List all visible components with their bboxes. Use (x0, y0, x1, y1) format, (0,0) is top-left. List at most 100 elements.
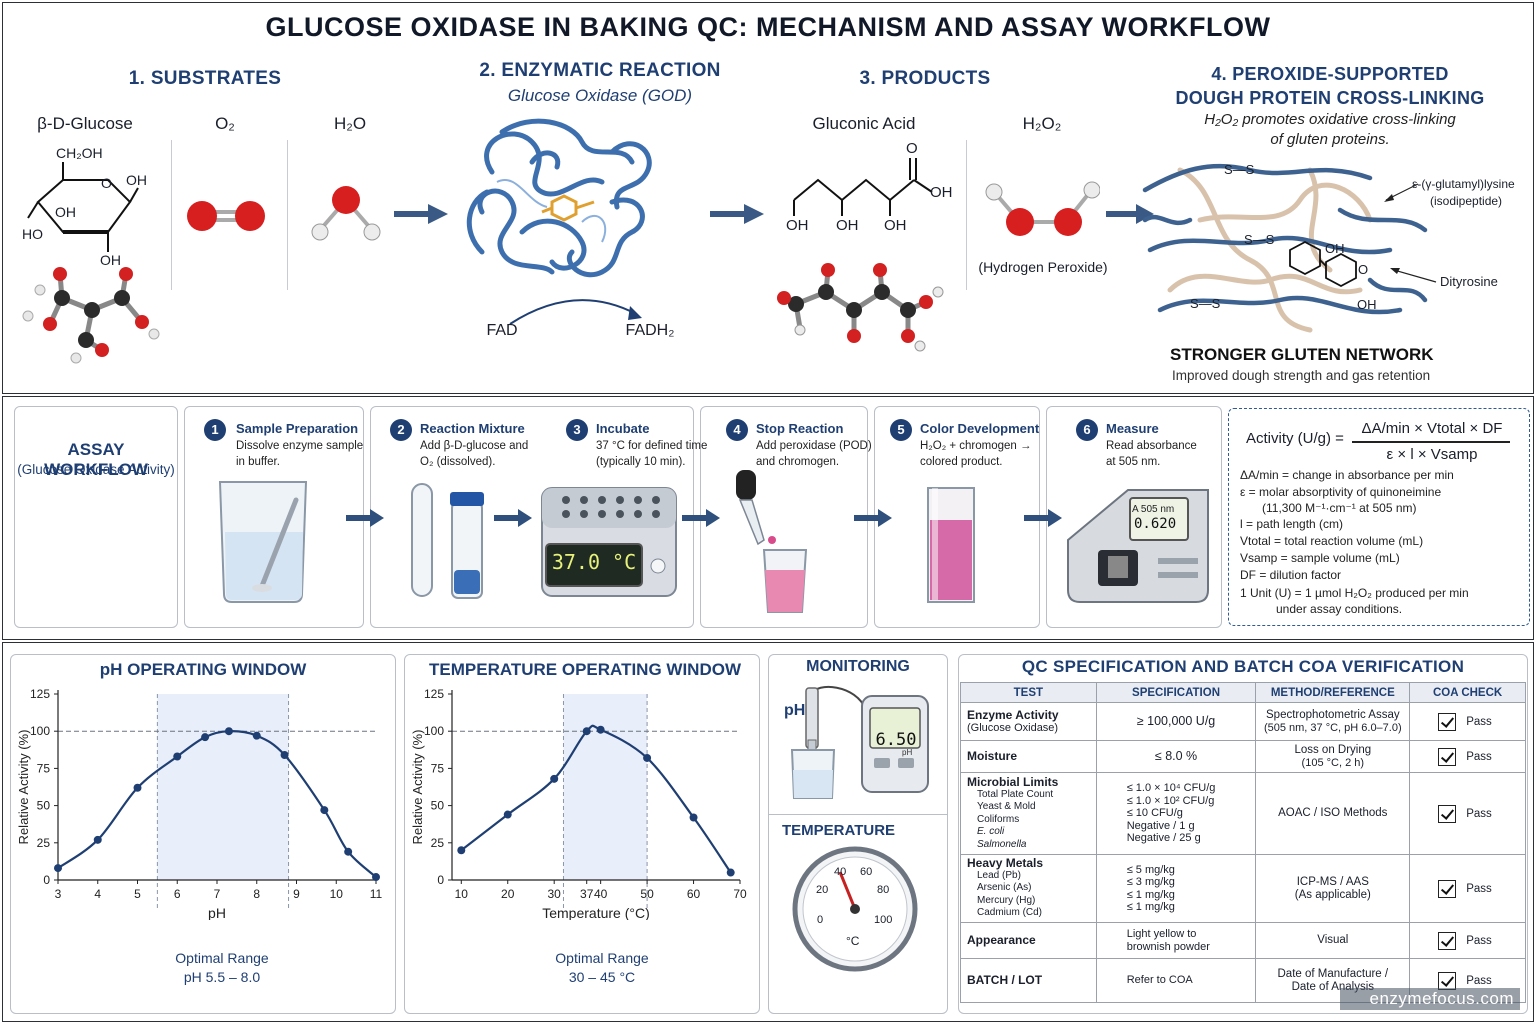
qc-test-sub: Mercury (Hg) (977, 894, 1036, 906)
gluten-network-title: STRONGER GLUTEN NETWORK (1170, 345, 1434, 364)
ph-meter-unit: pH (902, 748, 913, 757)
qc-row-batch: BATCH / LOT Refer to COA Date of Manufac… (960, 958, 1526, 1003)
step-4-number: 4 (726, 419, 748, 441)
h2o2-molecule-icon (985, 181, 1100, 236)
qc-cell-test: Heavy Metals Lead (Pb) Arsenic (As) Merc… (960, 854, 1097, 923)
formula-def-4: Vtotal = total reaction volume (mL) (1240, 534, 1424, 548)
dial-tick-20: 20 (816, 884, 829, 896)
step-1-number: 1 (204, 419, 226, 441)
incubator-icon (541, 487, 677, 597)
temp-data-point (596, 725, 605, 734)
watermark: enzymefocus.com (1340, 988, 1520, 1010)
qc-cell-spec: ≥ 100,000 U/g (1095, 702, 1257, 741)
step-5-line2: colored product. (920, 456, 1003, 468)
glucose-ch2oh: CH₂OH (56, 145, 103, 161)
qc-cell-test: Microbial Limits Total Plate Count Yeast… (960, 772, 1097, 855)
substrates-heading: 1. SUBSTRATES (128, 68, 282, 89)
qc-spec-line: ≤ 10 CFU/g (1126, 807, 1183, 820)
peroxide-label: (Hydrogen Peroxide) (978, 259, 1108, 275)
pass-checkbox-icon[interactable] (1438, 804, 1457, 823)
cuvette-icon (927, 487, 975, 603)
qc-table-wrap: TEST SPECIFICATION METHOD/REFERENCE COA … (960, 682, 1526, 1003)
pass-checkbox-icon[interactable] (1438, 971, 1457, 990)
thermometer-dial-icon (792, 846, 918, 972)
ph-x-tick-label: 7 (214, 887, 221, 901)
step-2-line1: Add β-D-glucose and (420, 440, 529, 452)
temp-data-point (582, 727, 591, 736)
glucose-molecule-icon (22, 267, 160, 364)
qc-spec-line: ≤ 8.0 % (1154, 749, 1198, 764)
temp-y-axis-label: Relative Activity (%) (410, 730, 425, 845)
workflow-title: ASSAY WORKFLOW (44, 440, 148, 479)
qc-cell-spec: ≤ 5 mg/kg ≤ 3 mg/kg ≤ 1 mg/kg ≤ 1 mg/kg (1095, 854, 1257, 923)
glucose-ring-o: O (101, 175, 112, 191)
workflow-arrow-2-icon (494, 509, 532, 527)
qc-table: TEST SPECIFICATION METHOD/REFERENCE COA … (960, 682, 1526, 1003)
ph-x-axis-label: pH (208, 905, 226, 920)
qc-spec-line: Negative / 25 g (1126, 832, 1201, 845)
qc-method-line: ICP-MS / AAS (1296, 876, 1369, 888)
temperature-title: TEMPERATURE (782, 822, 896, 839)
temp-chart-title: TEMPERATURE OPERATING WINDOW (429, 660, 741, 679)
qc-test-sub: Lead (Pb) (977, 869, 1021, 881)
qc-row-heavy-metals: Heavy Metals Lead (Pb) Arsenic (As) Merc… (960, 854, 1526, 923)
ph-y-tick-label: 50 (37, 799, 51, 813)
temp-x-tick-label: 30 (548, 887, 562, 901)
arrow-to-enzyme-icon (394, 204, 448, 224)
qc-test-sub: E. coli (977, 826, 1005, 837)
qc-spec-line: ≤ 1.0 × 10² CFU/g (1126, 794, 1215, 807)
qc-method-line: (105 °C, 2 h) (1301, 756, 1365, 769)
step-3-number: 3 (566, 419, 588, 441)
glucose-oh-2: OH (55, 204, 76, 220)
workflow-arrow-1-icon (346, 509, 384, 527)
step-4-line1: Add peroxidase (POD) (756, 440, 872, 452)
pass-checkbox-icon[interactable] (1438, 712, 1457, 731)
qc-test-sub: Arsenic (As) (977, 882, 1032, 894)
qc-spec-line: ≥ 100,000 U/g (1136, 714, 1216, 729)
step-5-title: Color Development (920, 421, 1040, 436)
dityrosine-label: Dityrosine (1440, 274, 1498, 289)
workflow-subtitle: (Glucose Oxidase Activity) (17, 462, 175, 477)
spectro-readout: 0.620 (1134, 516, 1177, 532)
temp-x-tick-label: 20 (501, 887, 515, 901)
ph-x-tick-label: 6 (174, 887, 181, 901)
formula-def-7: 1 Unit (U) = 1 µmol H₂O₂ produced per mi… (1240, 586, 1469, 600)
ph-meter-icon (790, 686, 929, 799)
isodipeptide-label-1: ε-(γ-glutamyl)lysine (1412, 177, 1515, 191)
formula-def-8: under assay conditions. (1276, 602, 1403, 616)
step-4-title: Stop Reaction (756, 421, 844, 436)
ph-x-tick-label: 10 (330, 887, 344, 901)
product-divider (966, 140, 967, 290)
gluten-network-icon (1142, 163, 1428, 333)
pass-checkbox-icon[interactable] (1438, 931, 1457, 950)
step-6-number: 6 (1076, 419, 1098, 441)
step-1-line1: Dissolve enzyme sample (236, 440, 364, 452)
temp-data-point (457, 846, 466, 855)
dial-tick-80: 80 (877, 884, 890, 896)
qc-test-name: Microbial Limits (967, 775, 1059, 789)
temp-x-tick-label: 70 (733, 887, 747, 901)
workflow-arrow-4-icon (854, 509, 892, 527)
qc-test-sub: (Glucose Oxidase) (967, 721, 1059, 734)
products-heading: 3. PRODUCTS (859, 68, 991, 89)
dial-tick-0: 0 (817, 914, 824, 926)
arrow-to-products-icon (710, 204, 764, 224)
bottom-frame (2, 642, 1534, 1022)
ph-x-tick-label: 11 (370, 887, 383, 901)
h2o-molecule-icon (311, 186, 381, 241)
qc-title: QC SPECIFICATION AND BATCH COA VERIFICAT… (1021, 657, 1465, 676)
enzyme-name: Glucose Oxidase (GOD) (507, 86, 693, 105)
pass-checkbox-icon[interactable] (1438, 879, 1457, 898)
qc-check-value: Pass (1466, 715, 1492, 728)
qc-method-line: Visual (1317, 934, 1349, 947)
formula-panel (1228, 408, 1530, 626)
mechanism-frame (2, 2, 1534, 394)
fad-conversion-arrow-icon (509, 299, 642, 325)
dial-tick-100: 100 (874, 914, 893, 926)
qc-spec-line: Refer to COA (1126, 974, 1193, 987)
step-3-line2: (typically 10 min). (596, 456, 686, 468)
qc-spec-line: ≤ 3 mg/kg (1126, 876, 1175, 888)
pass-checkbox-icon[interactable] (1438, 747, 1457, 766)
